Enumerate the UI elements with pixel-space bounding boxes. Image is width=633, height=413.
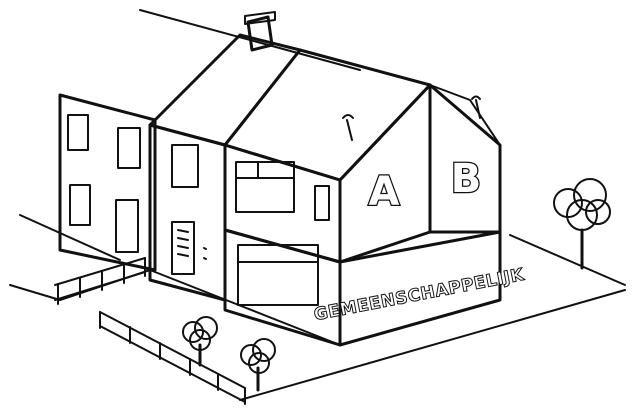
unit-a-window-large bbox=[236, 162, 294, 212]
neighbour-door bbox=[116, 200, 138, 252]
left-unit-window bbox=[172, 145, 198, 187]
unit-a-window-small bbox=[315, 186, 329, 220]
neighbour-house bbox=[60, 95, 155, 270]
unit-b-label: B bbox=[451, 156, 482, 202]
shared-label: GEMEENSCHAPPELIJK bbox=[312, 265, 526, 325]
unit-a-roof bbox=[225, 50, 430, 180]
neighbour-window-top-right bbox=[118, 128, 140, 168]
unit-a-roof-vent bbox=[343, 115, 353, 140]
ground-lines bbox=[10, 10, 625, 400]
tree-front-2 bbox=[241, 339, 275, 390]
neighbour-window-bottom bbox=[70, 185, 90, 225]
neighbour-window-top-left bbox=[68, 115, 88, 150]
unit-a-label: A bbox=[369, 169, 400, 215]
unit-a-area bbox=[225, 50, 430, 262]
tree-right bbox=[554, 179, 610, 268]
